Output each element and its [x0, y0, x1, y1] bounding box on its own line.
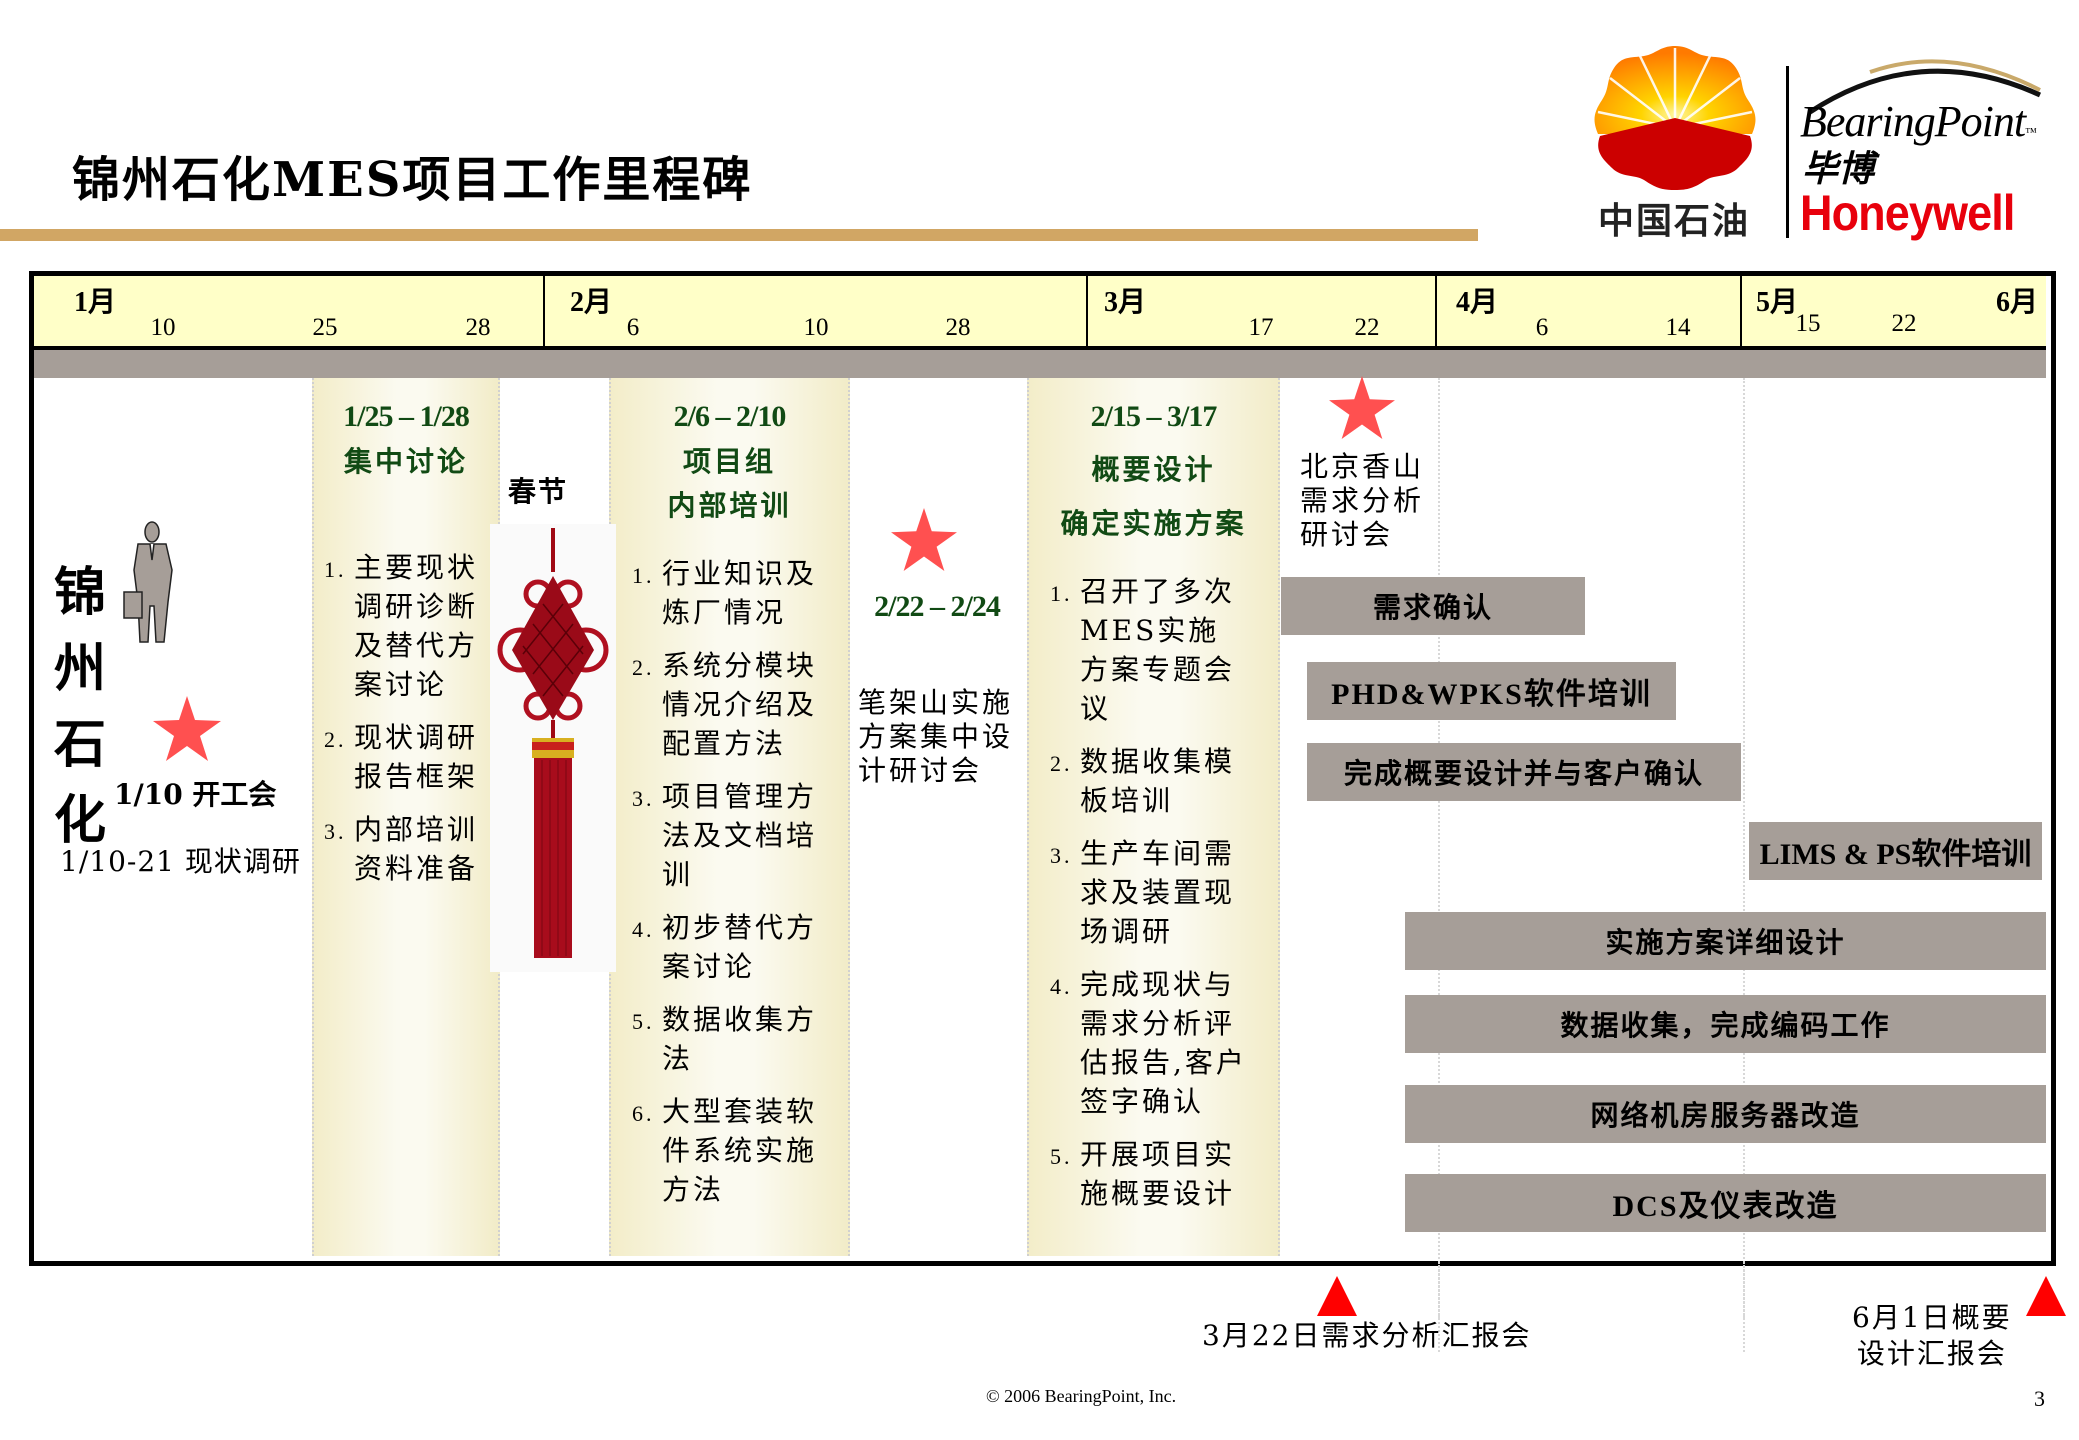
cnpc-name: 中国石油: [1597, 201, 1750, 242]
june-report-label: 6月1日概要 设计汇报会: [1852, 1301, 2012, 1370]
list-item: 1.行业知识及炼厂情况: [632, 557, 818, 629]
gantt-bar-phd-training: PHD&WPKS软件培训: [1307, 662, 1676, 720]
month-mar: 3月: [1104, 287, 1147, 318]
list-item: 2.数据收集模板培训: [1050, 745, 1236, 817]
list-item: 4.初步替代方案讨论: [632, 911, 818, 983]
day-tick: 22: [1891, 310, 1917, 337]
month-divider: [543, 276, 545, 346]
list-item: 3.内部培训资料准备: [324, 813, 479, 885]
kickoff-label: 1/10 开工会: [114, 778, 277, 811]
workshop-date: 2/22 – 2/24: [874, 590, 1001, 623]
timeline-header: [34, 276, 2046, 350]
march-report-label: 3月22日需求分析汇报会: [1202, 1319, 1532, 1352]
day-tick: 10: [803, 314, 829, 341]
gantt-bar-dcs: DCS及仪表改造: [1405, 1174, 2046, 1232]
gantt-bar-data-coding: 数据收集，完成编码工作: [1405, 995, 2046, 1053]
holiday-label: 春节: [508, 475, 569, 508]
list-item: 2.现状调研报告框架: [324, 721, 479, 793]
bearingpoint-cn-text: 毕博: [1802, 148, 1875, 190]
list-item: 1.主要现状调研诊断及替代方案讨论: [324, 551, 479, 701]
list-item: 5.数据收集方法: [632, 1003, 818, 1075]
day-tick: 17: [1248, 314, 1274, 341]
list-item: 6.大型套装软件系统实施方法: [632, 1095, 818, 1206]
businessman-icon: [123, 521, 173, 643]
bearingpoint-arc-icon: [1808, 59, 2042, 115]
month-jan: 1月: [74, 287, 117, 318]
day-tick: 28: [465, 314, 491, 341]
phase2-column: [609, 378, 850, 1256]
honeywell-logo-text: Honeywell: [1800, 185, 2015, 241]
day-tick: 15: [1795, 310, 1821, 337]
day-tick: 6: [1535, 314, 1549, 341]
page-number: 3: [2034, 1386, 2045, 1411]
phase3-list: 1.召开了多次MES实施方案专题会议 2.数据收集模板培训 3.生产车间需求及装…: [1050, 572, 1250, 1227]
day-tick: 6: [626, 314, 640, 341]
milestone-star-icon: [153, 696, 221, 761]
day-tick: 25: [312, 314, 338, 341]
list-item: 2.系统分模块情况介绍及配置方法: [632, 649, 818, 760]
gantt-bar-lims-training: LIMS & PS软件培训: [1749, 822, 2042, 880]
chinese-knot-icon: [490, 524, 616, 972]
gridline: [1438, 378, 1440, 1318]
survey-label: 1/10-21 现状调研: [60, 845, 301, 878]
gantt-bar-requirements: 需求确认: [1281, 577, 1585, 635]
beijing-workshop-text: 北京香山需求分析研讨会: [1300, 450, 1425, 551]
gantt-bar-design-confirm: 完成概要设计并与客户确认: [1307, 743, 1741, 801]
day-tick: 14: [1665, 314, 1691, 341]
phase2-header: 2/6 – 2/10 项目组 内部培训: [667, 400, 792, 522]
list-item: 3.项目管理方法及文档培训: [632, 780, 818, 891]
milestone-star-icon: [891, 508, 957, 572]
timeline-band: [34, 350, 2046, 378]
month-apr: 4月: [1456, 287, 1499, 318]
timeline-frame: [29, 271, 2056, 1266]
milestone-star-icon: [1329, 376, 1395, 440]
report-marker-triangle-icon: [1317, 1276, 1357, 1316]
cnpc-logo-icon: [1594, 46, 1756, 190]
day-tick: 10: [150, 314, 176, 341]
logo-divider: [1786, 66, 1789, 238]
gridline: [1743, 378, 1745, 1318]
day-tick: 22: [1354, 314, 1380, 341]
month-jun: 6月: [1996, 287, 2039, 318]
day-tick: 28: [945, 314, 971, 341]
month-divider: [1740, 276, 1742, 346]
bearingpoint-logo-text: BearingPoint™: [1800, 97, 2037, 146]
month-may: 5月: [1756, 287, 1799, 318]
phase2-list: 1.行业知识及炼厂情况 2.系统分模块情况介绍及配置方法 3.项目管理方法及文档…: [632, 554, 832, 1223]
gridline: [1743, 1262, 1745, 1352]
phase1-list: 1.主要现状调研诊断及替代方案讨论 2.现状调研报告框架 3.内部培训资料准备: [324, 548, 494, 902]
phase1-header: 1/25 – 1/28 集中讨论: [343, 400, 470, 478]
phase3-header: 2/15 – 3/17 概要设计 确定实施方案: [1060, 400, 1247, 540]
month-divider: [1435, 276, 1437, 346]
month-divider: [1086, 276, 1088, 346]
phase3-column: [1027, 378, 1280, 1256]
page-title: 锦州石化MES项目工作里程碑: [72, 152, 753, 208]
gantt-bar-detailed-design: 实施方案详细设计: [1405, 912, 2046, 970]
gridline: [1438, 1262, 1440, 1352]
list-item: 4.完成现状与需求分析评估报告,客户签字确认: [1050, 968, 1247, 1118]
list-item: 1.召开了多次MES实施方案专题会议: [1050, 575, 1236, 725]
gantt-bar-network-server: 网络机房服务器改造: [1405, 1085, 2046, 1143]
month-feb: 2月: [570, 287, 613, 318]
workshop-text: 笔架山实施方案集中设计研讨会: [858, 686, 1014, 787]
report-marker-triangle-icon: [2026, 1276, 2066, 1316]
copyright: © 2006 BearingPoint, Inc.: [986, 1386, 1177, 1406]
title-underline: [0, 229, 1478, 241]
list-item: 5.开展项目实施概要设计: [1050, 1138, 1236, 1210]
list-item: 3.生产车间需求及装置现场调研: [1050, 837, 1236, 948]
company-name-vertical: 锦 州 石 化: [53, 562, 106, 851]
